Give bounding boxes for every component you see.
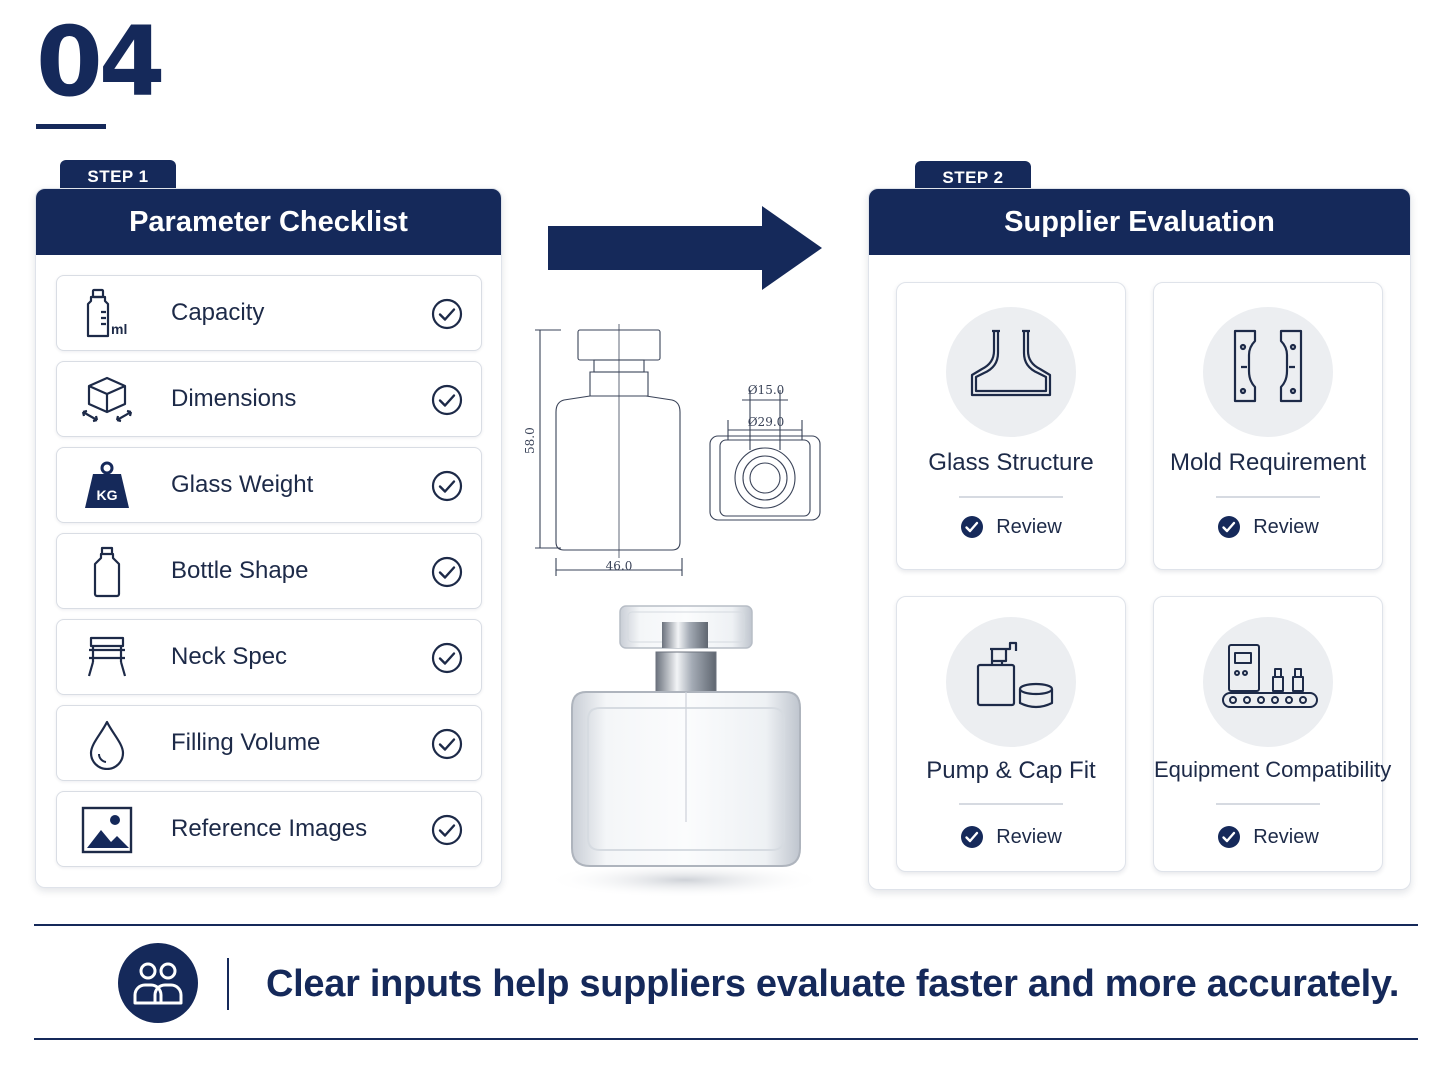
flow-arrow-icon: [548, 206, 822, 290]
footer-top-rule: [34, 924, 1418, 926]
outer-diameter: Ø29.0: [748, 415, 785, 429]
width-dimension: 46.0: [606, 559, 633, 573]
checklist-item-neck-spec[interactable]: Neck Spec: [56, 619, 482, 695]
checklist-item-glass-weight[interactable]: KG Glass Weight: [56, 447, 482, 523]
checklist-item-filling-volume[interactable]: Filling Volume: [56, 705, 482, 781]
inner-diameter: Ø15.0: [748, 383, 785, 397]
checklist-item-dimensions[interactable]: Dimensions: [56, 361, 482, 437]
check-circle-icon: [431, 384, 463, 416]
check-circle-icon: [431, 728, 463, 760]
review-label: Review: [996, 825, 1062, 848]
check-filled-icon: [961, 516, 984, 538]
svg-text:ml: ml: [111, 321, 127, 337]
supplier-evaluation-panel: Supplier Evaluation Glass Structure Revi…: [868, 188, 1411, 890]
eval-card-status: Review: [897, 825, 1125, 849]
parameter-checklist-title: Parameter Checklist: [36, 189, 501, 255]
checklist-label: Neck Spec: [171, 643, 288, 670]
supplier-evaluation-title: Supplier Evaluation: [869, 189, 1410, 255]
box-dimensions-icon: [81, 376, 133, 423]
review-label: Review: [1253, 825, 1319, 848]
eval-card-status: Review: [897, 515, 1125, 539]
perfume-bottle-image: [545, 605, 825, 898]
eval-card-equipment-compatibility[interactable]: Equipment Compatibility Review: [1153, 596, 1392, 872]
eval-card-glass-structure[interactable]: Glass Structure Review: [896, 282, 1126, 570]
parameter-checklist-panel: Parameter Checklist ml Capacity Dimensio…: [35, 188, 502, 888]
bottle-shape-icon: [93, 546, 121, 598]
height-dimension: 58.0: [523, 427, 537, 454]
footer-separator: [227, 958, 229, 1010]
section-number-underline: [36, 124, 106, 129]
mold-icon: [1233, 329, 1303, 403]
checklist-label: Reference Images: [171, 815, 368, 842]
svg-text:KG: KG: [97, 487, 118, 503]
checklist-label: Filling Volume: [171, 729, 321, 756]
check-circle-icon: [431, 814, 463, 846]
droplet-icon: [89, 720, 125, 770]
section-number: 04: [36, 6, 166, 118]
checklist-item-bottle-shape[interactable]: Bottle Shape: [56, 533, 482, 609]
checklist-label: Dimensions: [171, 385, 297, 412]
check-circle-icon: [431, 556, 463, 588]
review-label: Review: [1253, 515, 1319, 538]
review-label: Review: [996, 515, 1062, 538]
footer-bottom-rule: [34, 1038, 1418, 1040]
bottle-technical-drawing: 58.0 46.0 Ø15.0 Ø29.0: [523, 324, 821, 576]
pump-cap-icon: [976, 641, 1054, 709]
check-circle-icon: [431, 642, 463, 674]
eval-card-title: Glass Structure: [928, 449, 1094, 476]
eval-card-status: Review: [1154, 515, 1382, 539]
check-filled-icon: [961, 826, 984, 848]
checklist-item-capacity[interactable]: ml Capacity: [56, 275, 482, 351]
eval-card-pump-cap-fit[interactable]: Pump & Cap Fit Review: [896, 596, 1126, 872]
eval-card-title: Equipment Compatibility: [1154, 757, 1392, 782]
checklist-label: Bottle Shape: [171, 557, 309, 584]
kg-weight-icon: KG: [85, 461, 129, 508]
image-icon: [81, 806, 133, 854]
footer-badge: [118, 943, 198, 1023]
eval-card-title: Pump & Cap Fit: [926, 757, 1096, 784]
check-circle-icon: [431, 298, 463, 330]
footer-message: Clear inputs help suppliers evaluate fas…: [266, 962, 1400, 1005]
eval-card-mold-requirement[interactable]: Mold Requirement Review: [1153, 282, 1383, 570]
eval-card-title: Mold Requirement: [1169, 449, 1367, 476]
people-icon: [133, 962, 183, 1005]
check-filled-icon: [1218, 826, 1241, 848]
check-filled-icon: [1218, 516, 1241, 538]
checklist-label: Capacity: [171, 299, 265, 326]
neck-spec-icon: [87, 636, 127, 677]
eval-card-status: Review: [1154, 825, 1382, 849]
conveyor-equipment-icon: [1222, 644, 1318, 708]
bottle-ml-icon: ml: [86, 288, 127, 338]
glass-structure-icon: [970, 329, 1052, 397]
check-circle-icon: [431, 470, 463, 502]
checklist-label: Glass Weight: [171, 471, 314, 498]
checklist-item-reference-images[interactable]: Reference Images: [56, 791, 482, 867]
